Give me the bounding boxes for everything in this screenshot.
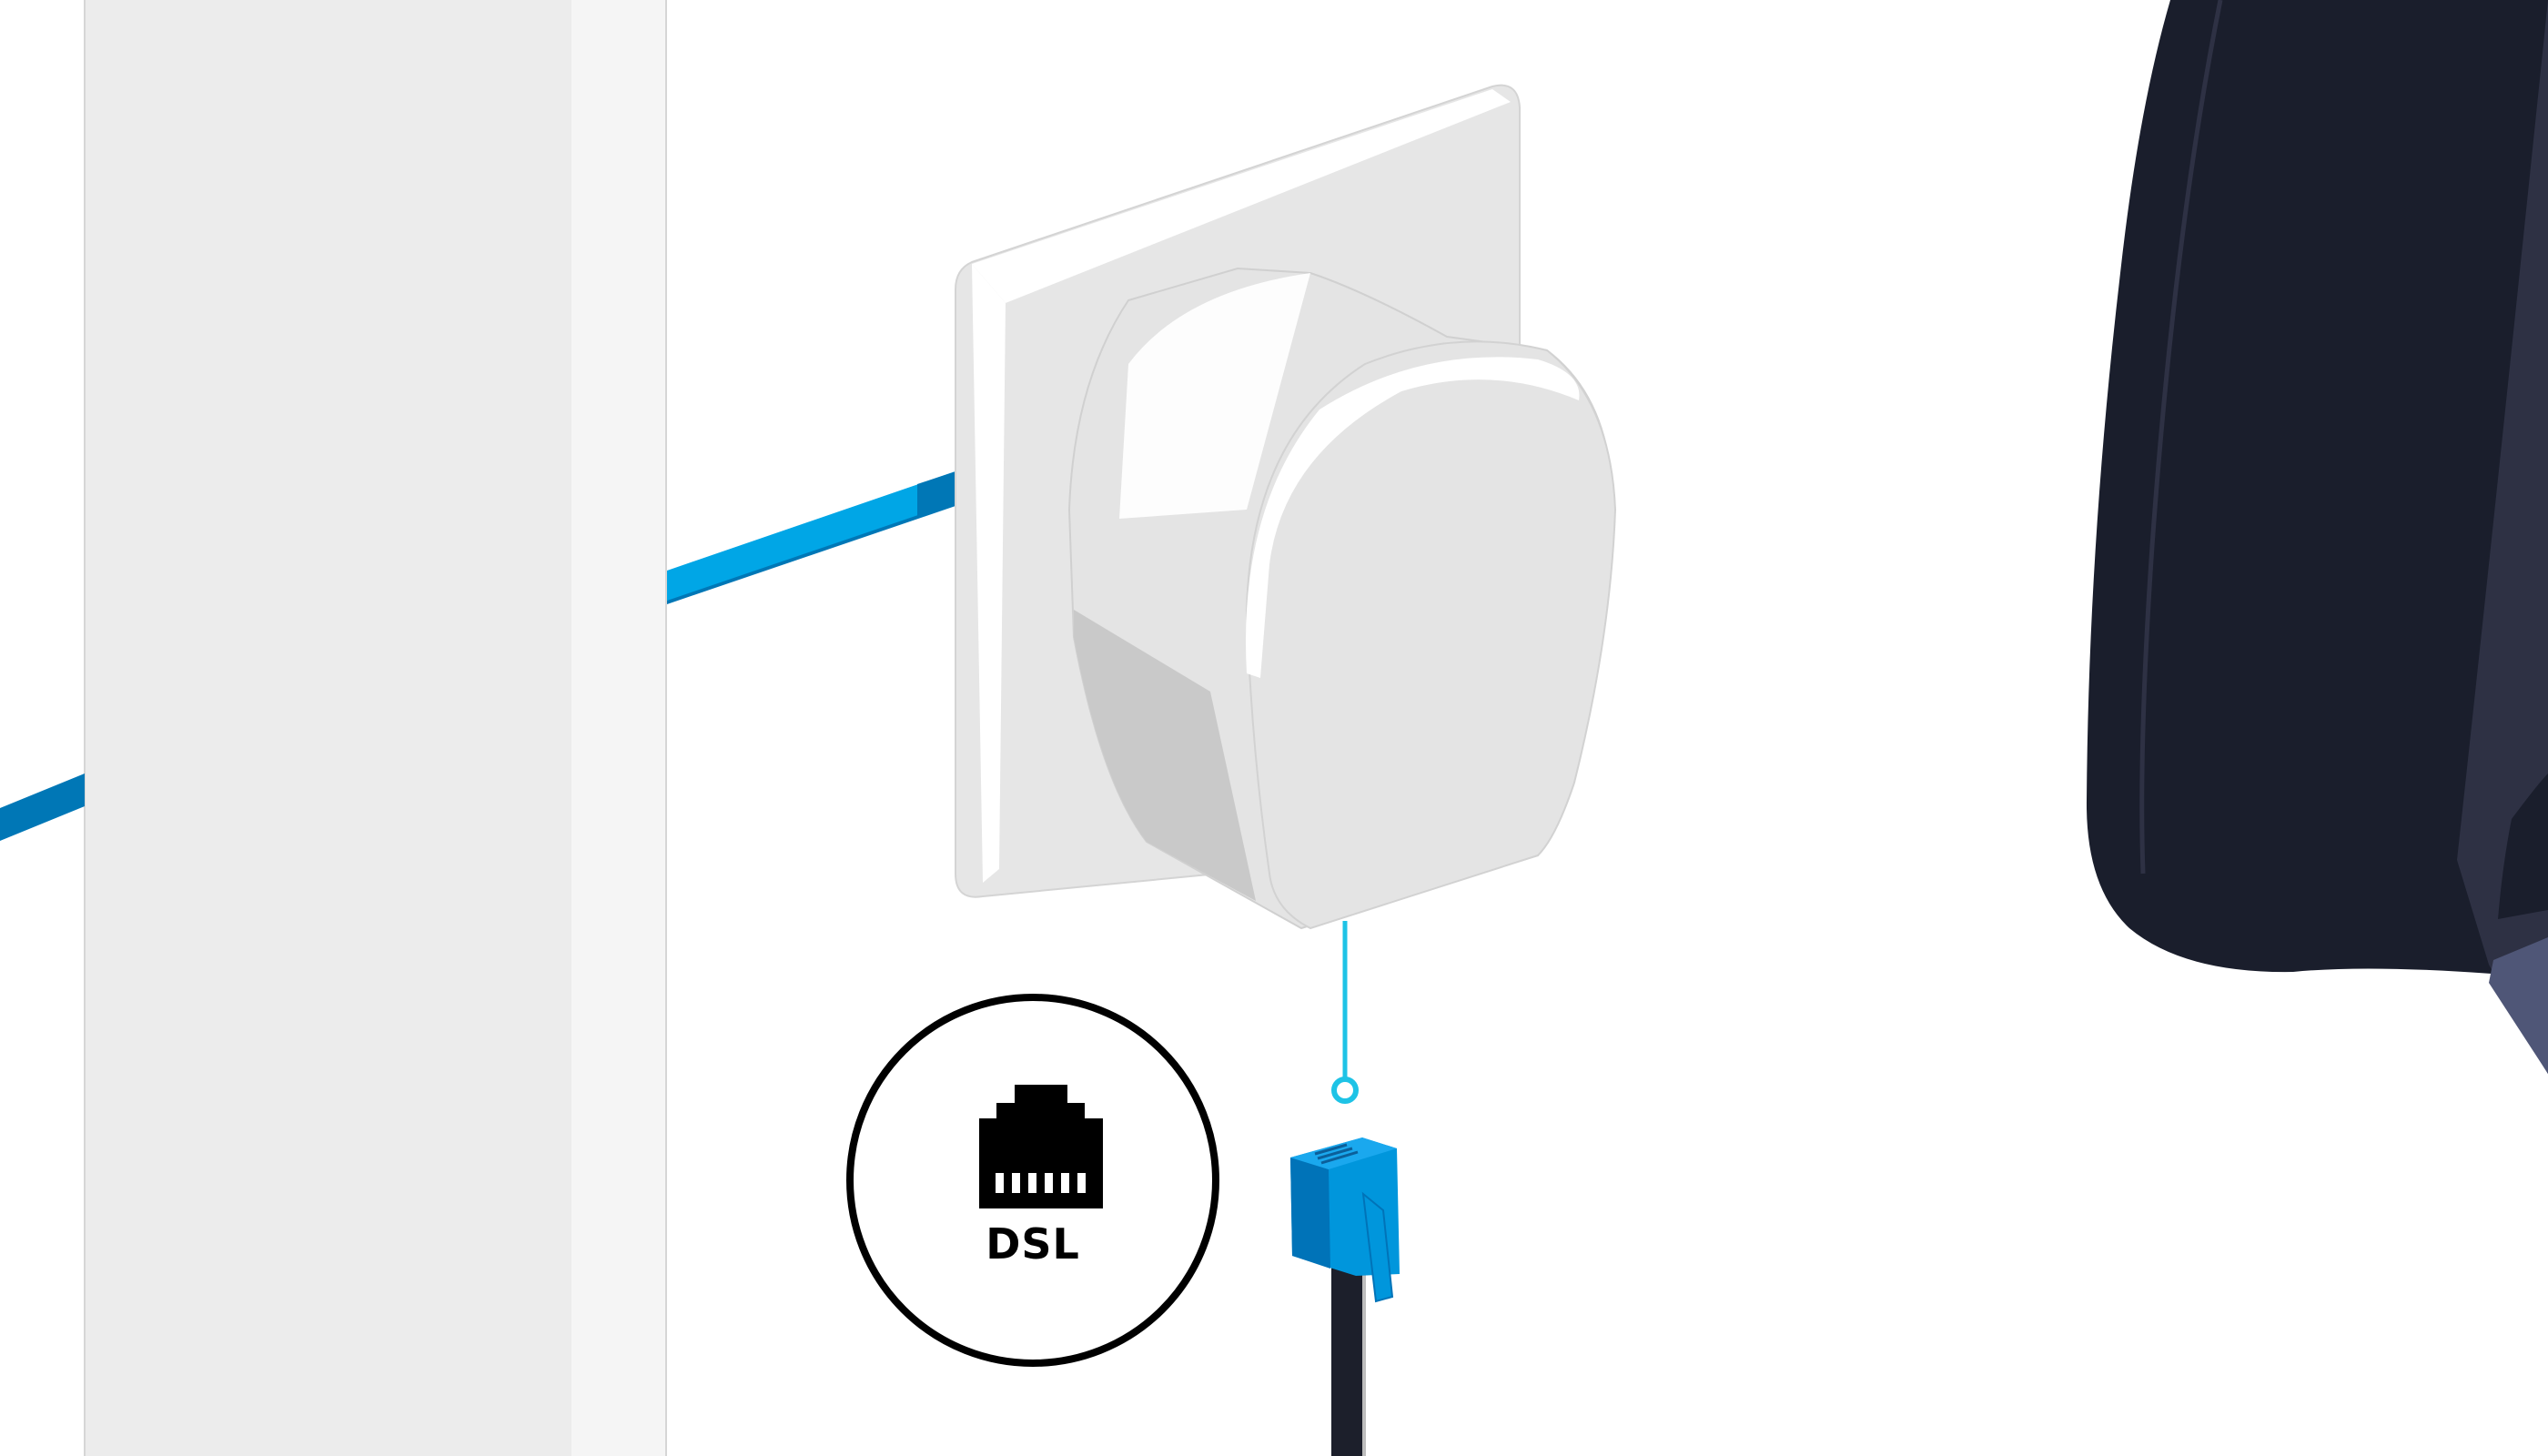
dsl-label: DSL: [986, 1219, 1080, 1269]
dsl-port-badge: DSL: [846, 994, 1219, 1367]
ethernet-port-icon: [979, 1085, 1103, 1208]
